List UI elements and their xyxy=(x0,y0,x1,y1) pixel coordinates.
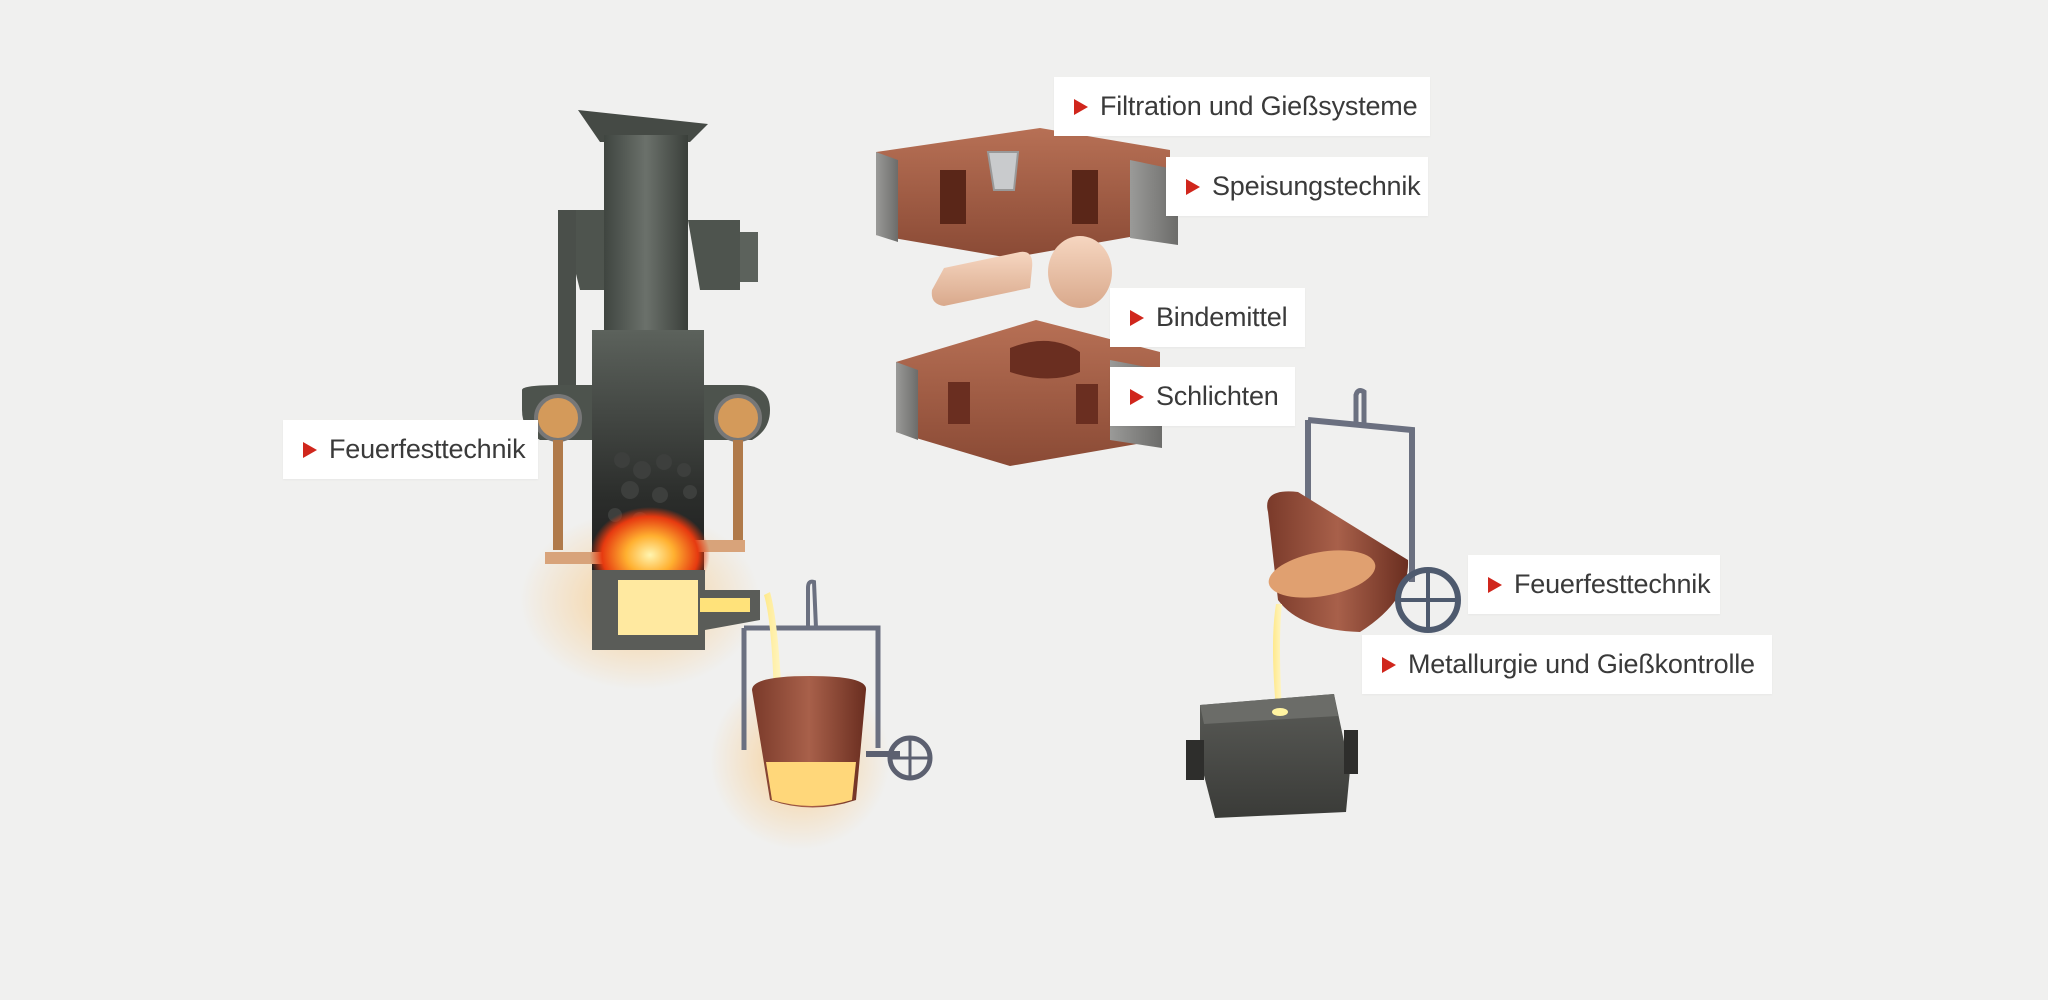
red-triangle-icon xyxy=(303,441,317,458)
sand-mold-upper xyxy=(876,128,1178,258)
red-triangle-icon xyxy=(1382,656,1396,673)
label-feuerfest-right[interactable]: Feuerfesttechnik xyxy=(1468,555,1720,614)
mold-flask xyxy=(1186,694,1358,818)
label-bindemittel[interactable]: Bindemittel xyxy=(1110,288,1305,347)
red-triangle-icon xyxy=(1186,178,1200,195)
label-schlichten-text: Schlichten xyxy=(1156,381,1279,411)
label-feuerfest-left-text: Feuerfesttechnik xyxy=(329,434,526,464)
tilting-ladle xyxy=(1267,388,1461,710)
cupola-furnace xyxy=(520,110,770,690)
red-triangle-icon xyxy=(1074,98,1088,115)
label-speisung-text: Speisungstechnik xyxy=(1212,171,1421,201)
label-filtration[interactable]: Filtration und Gießsysteme xyxy=(1054,77,1430,136)
label-metallurgie-text: Metallurgie und Gießkontrolle xyxy=(1408,649,1755,679)
label-feuerfest-left[interactable]: Feuerfesttechnik xyxy=(283,420,538,479)
label-feuerfest-right-text: Feuerfesttechnik xyxy=(1514,569,1711,599)
label-metallurgie[interactable]: Metallurgie und Gießkontrolle xyxy=(1362,635,1772,694)
label-speisung[interactable]: Speisungstechnik xyxy=(1166,157,1428,216)
label-schlichten[interactable]: Schlichten xyxy=(1110,367,1295,426)
label-bindemittel-text: Bindemittel xyxy=(1156,302,1288,332)
red-triangle-icon xyxy=(1488,576,1502,593)
sand-core xyxy=(931,236,1112,308)
ladle-left xyxy=(710,579,933,850)
label-filtration-text: Filtration und Gießsysteme xyxy=(1100,91,1418,121)
red-triangle-icon xyxy=(1130,309,1144,326)
red-triangle-icon xyxy=(1130,388,1144,405)
